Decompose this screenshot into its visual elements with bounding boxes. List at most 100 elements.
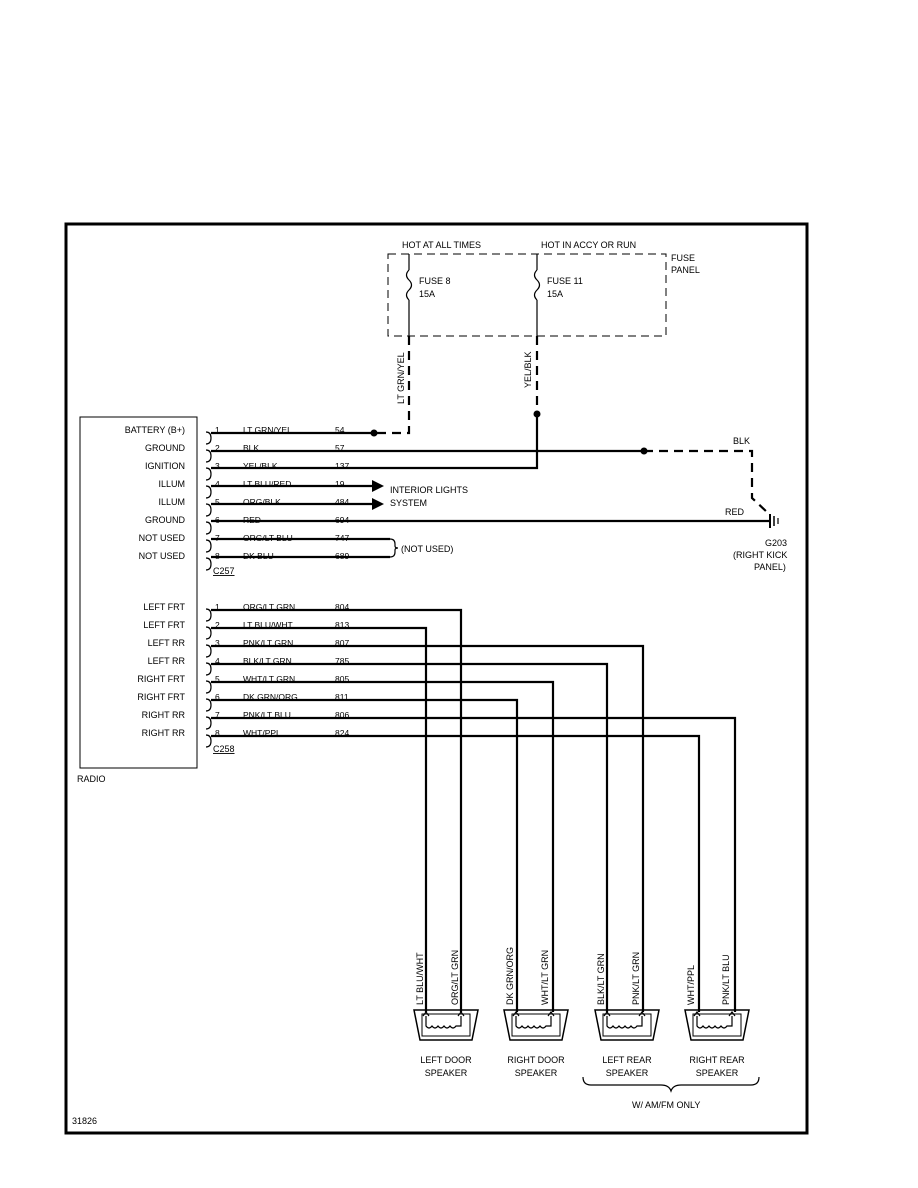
speaker-1-name: LEFT DOOR [420,1055,472,1065]
c258-pin-number-6: 6 [215,692,220,702]
c257-func-7: NOT USED [139,533,186,543]
speaker-2: DK GRN/ORG WHT/LT GRN RIGHT DOOR SPEAKER [503,947,569,1078]
speaker-4-body [684,1009,750,1041]
wire-c258-6 [211,698,519,1012]
fuse8-feed-wire [374,336,411,435]
c257-pin-number-2: 2 [215,443,220,453]
wire-c258-1 [211,608,463,1012]
c257-wire-color-3: YEL/BLK [243,461,278,471]
c258-label: C258 [213,744,235,754]
c258-circuit-1: 804 [335,602,349,612]
speaker-2-cone [511,1013,561,1037]
radio-label: RADIO [77,774,106,784]
hot-in-accy-label: HOT IN ACCY OR RUN [541,240,636,250]
c258-func-3: LEFT RR [148,638,186,648]
radio-box [79,416,198,769]
speaker-2-wire-b-label: WHT/LT GRN [540,950,550,1005]
c257-pin-bracket-5 [205,503,212,517]
speaker-2-wire-a-label: DK GRN/ORG [505,947,515,1005]
speaker-3-wire-a-label: BLK/LT GRN [596,953,606,1005]
fuse11-wire-label: YEL/BLK [523,351,533,388]
c257-func-8: NOT USED [139,551,186,561]
speaker-1: LT BLU/WHT ORG/LT GRN LEFT DOOR SPEAKER [413,950,479,1078]
hot-at-all-times-label: HOT AT ALL TIMES [402,240,481,250]
speaker-4-wire-b-label: PNK/LT BLU [721,954,731,1005]
diagram-frame [64,222,809,1135]
speaker-3-coil-icon [606,1016,643,1029]
c258-wire-color-5: WHT/LT GRN [243,674,295,684]
speaker-4-coil-icon [696,1016,733,1029]
speaker-2-subname: SPEAKER [515,1068,558,1078]
c258-pin-bracket-1 [205,608,212,622]
speaker-3-name: LEFT REAR [602,1055,652,1065]
c257-pin-number-3: 3 [215,461,220,471]
c257-wire-color-1: LT GRN/YEL [243,425,292,435]
c257-func-1: BATTERY (B+) [125,425,185,435]
figure-id: 31826 [72,1116,97,1126]
c257-pin-bracket-2 [205,449,212,463]
speaker-1-subname: SPEAKER [425,1068,468,1078]
speaker-3-subname: SPEAKER [606,1068,649,1078]
speaker-3-wire-b-label: PNK/LT GRN [631,952,641,1005]
fuse-panel: HOT AT ALL TIMES HOT IN ACCY OR RUN FUSE… [387,240,700,337]
speaker-2-name: RIGHT DOOR [507,1055,565,1065]
c257-pin-number-4: 4 [215,479,220,489]
not-used-label: (NOT USED) [401,544,453,554]
c257-circuit-4: 19 [335,479,345,489]
speaker-4-name: RIGHT REAR [689,1055,745,1065]
c257-pin-bracket-4 [205,485,212,499]
fuse-11-rating: 15A [547,289,563,299]
speaker-1-cone [421,1013,471,1037]
c258-func-1: LEFT FRT [143,602,185,612]
wire-c258-4 [211,662,609,1012]
c258-circuit-7: 806 [335,710,349,720]
c257-pin-bracket-7 [205,539,212,553]
c257-pin-bracket-3 [205,467,212,481]
c257-pin-number-5: 5 [215,497,220,507]
c257-circuit-5: 484 [335,497,349,507]
speaker-4-subname: SPEAKER [696,1068,739,1078]
wire-c257-3 [211,414,539,470]
speaker-1-coil-icon [425,1016,462,1029]
c258-wire-color-7: PNK/LT BLU [243,710,291,720]
fuse-panel-label-2: PANEL [671,265,700,275]
c257-pin-bracket-1 [205,431,212,445]
c258-circuit-3: 807 [335,638,349,648]
fuse-8-name: FUSE 8 [419,276,451,286]
arrow-illum-2 [372,498,384,510]
c258-func-8: RIGHT RR [142,728,186,738]
c257-pin-bracket-6 [205,521,212,535]
speaker-1-body [413,1009,479,1041]
c258-wire-color-8: WHT/PPL [243,728,281,738]
c257-pin-bracket-8 [205,557,212,571]
am-fm-note: W/ AM/FM ONLY [632,1100,700,1110]
speaker-1-wire-a-label: LT BLU/WHT [415,952,425,1005]
not-used-brace [389,538,399,558]
speaker-3: BLK/LT GRN PNK/LT GRN LEFT REAR SPEAKER [594,952,660,1078]
c257-pin-number-1: 1 [215,425,220,435]
c257-label: C257 [213,566,235,576]
c258-pin-number-1: 1 [215,602,220,612]
c258-func-7: RIGHT RR [142,710,186,720]
c258-pin-number-8: 8 [215,728,220,738]
speaker-3-cone [602,1013,652,1037]
c258-pin-bracket-3 [205,644,212,658]
c258-pin-bracket-7 [205,716,212,730]
speaker-1-wire-b-label: ORG/LT GRN [450,950,460,1005]
c258-wire-color-6: DK GRN/ORG [243,692,298,702]
c258-wire-color-2: LT BLU/WHT [243,620,293,630]
interior-lights-label-2: SYSTEM [390,498,427,508]
c258-func-5: RIGHT FRT [137,674,185,684]
c258-pin-bracket-2 [205,626,212,640]
speaker-2-coil-icon [515,1016,552,1029]
speaker-3-body [594,1009,660,1041]
c257-circuit-1: 54 [335,425,345,435]
c257-wire-color-2: BLK [243,443,259,453]
c257-wire-color-5: ORG/BLK [243,497,281,507]
ground-blk-label: BLK [733,436,750,446]
fuse-panel-box [387,253,667,337]
c258-pin-bracket-6 [205,698,212,712]
